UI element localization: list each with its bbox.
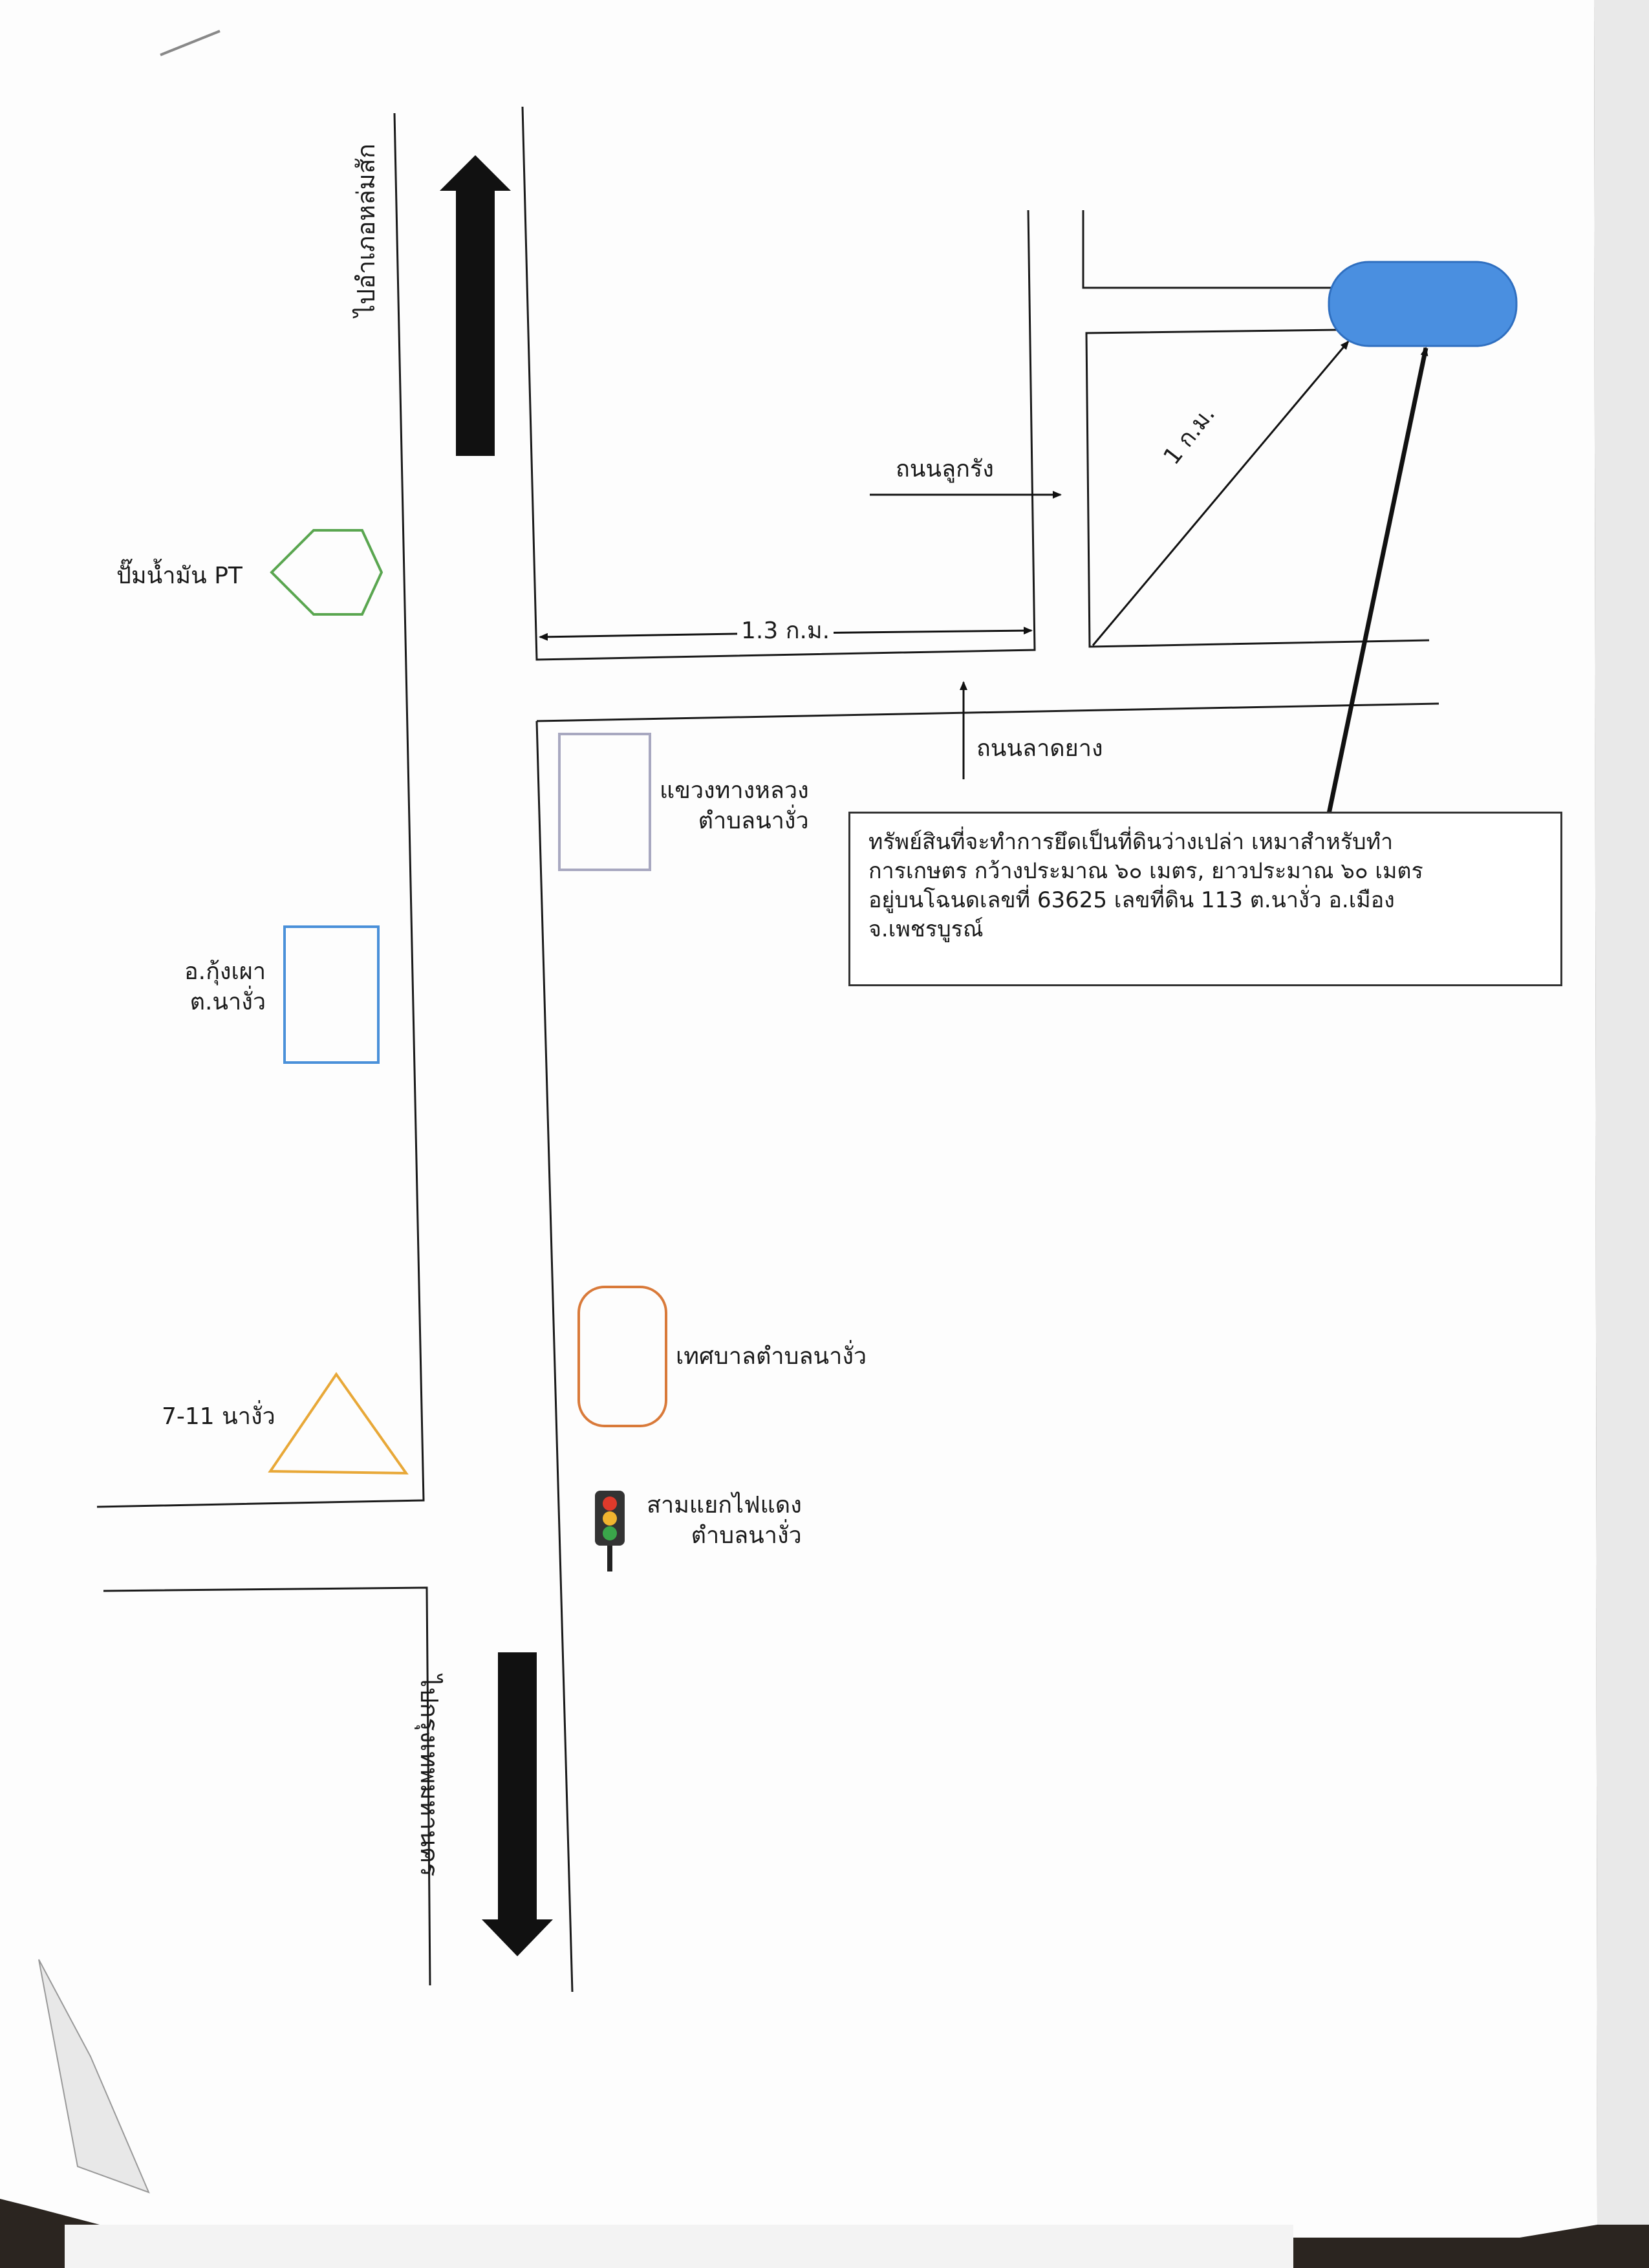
- highway-office-label-line2: ตำบลนางั่ว: [698, 807, 809, 834]
- traffic-light-label: สามแยกไฟแดง ตำบลนางั่ว: [647, 1491, 802, 1551]
- gas-station-hexagon: [270, 529, 383, 616]
- seven-eleven-label: 7-11 นางั่ว: [162, 1403, 275, 1430]
- scan-bottom-strip: [65, 2225, 1293, 2268]
- traffic-light-label-line1: สามแยกไฟแดง: [647, 1492, 802, 1518]
- seven-eleven-triangle: [268, 1372, 409, 1475]
- paper-sheet: [0, 0, 1597, 2238]
- district-office-box: [283, 925, 380, 1064]
- scan-shadow-right: [1594, 0, 1649, 2225]
- property-pointer-arrow: [1326, 347, 1428, 814]
- traffic-light-label-line2: ตำบลนางั่ว: [691, 1522, 802, 1549]
- district-office-label: อ.กุ้งเผา ต.นางั่ว: [184, 957, 266, 1018]
- distance-line-horizontal-left: [539, 632, 738, 641]
- north-direction-label: ไปอำเภอหล่มสัก: [352, 144, 380, 317]
- municipality-box: [577, 1286, 667, 1427]
- property-note-line2: การเกษตร กว้างประมาณ ๖๐ เมตร, ยาวประมาณ …: [868, 858, 1423, 884]
- district-office-label-line2: ต.นางั่ว: [189, 988, 266, 1015]
- side-road: [1082, 210, 1430, 648]
- side-road-label: ถนนลูกรัง: [896, 456, 994, 482]
- highway-office-label: แขวงทางหลวง ตำบลนางั่ว: [660, 776, 809, 837]
- property-note-line1: ทรัพย์สินที่จะทำการยึดเป็นที่ดินว่างเปล่…: [868, 829, 1394, 855]
- staple-mark: [160, 30, 221, 56]
- municipality-label: เทศบาลตำบลนางั่ว: [676, 1343, 867, 1370]
- south-direction-label: ไปกรุงเทพมหานคร: [415, 1675, 444, 1877]
- diagonal-distance-arrow: [1092, 340, 1350, 646]
- highway-office-box: [558, 733, 651, 871]
- north-arrow: [440, 155, 511, 456]
- traffic-light-icon: [595, 1491, 625, 1571]
- curled-corner: [38, 1959, 150, 2194]
- south-arrow: [482, 1652, 553, 1956]
- paved-road-label: ถนนลาดยาง: [976, 735, 1103, 762]
- property-marker: [1328, 261, 1518, 347]
- property-note-line3: อยู่บนโฉนดเลขที่ 63625 เลขที่ดิน 113 ต.น…: [868, 887, 1395, 913]
- highway-office-label-line1: แขวงทางหลวง: [660, 777, 809, 804]
- property-note-line4: จ.เพชรบูรณ์: [868, 916, 984, 942]
- district-office-label-line1: อ.กุ้งเผา: [184, 958, 266, 985]
- main-road: [96, 106, 1439, 1993]
- horizontal-distance-label: 1.3 ก.ม.: [737, 616, 834, 647]
- property-note-box: ทรัพย์สินที่จะทำการยึดเป็นที่ดินว่างเปล่…: [848, 812, 1562, 986]
- gas-station-label: ปั๊มน้ำมัน PT: [116, 563, 242, 589]
